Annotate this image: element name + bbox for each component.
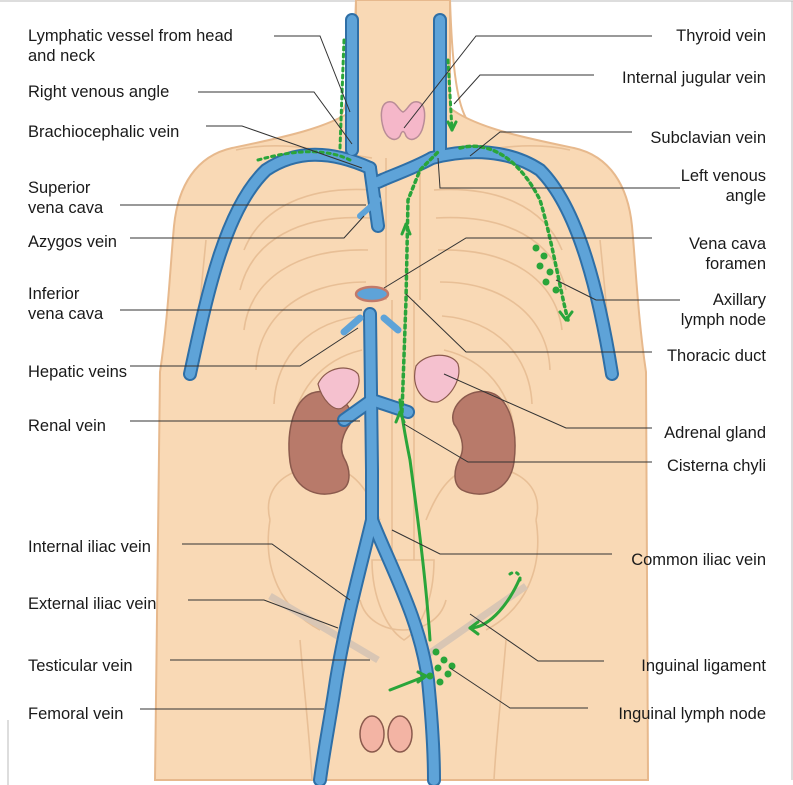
label-inguinal-ligament: Inguinal ligament (641, 657, 766, 675)
label-superior-vena-cava-line-2: vena cava (28, 199, 104, 217)
label-brachiocephalic-vein: Brachiocephalic vein (28, 123, 179, 141)
label-renal-vein: Renal vein (28, 417, 106, 435)
label-hepatic-veins: Hepatic veins (28, 363, 127, 381)
label-vena-cava-foramen-line-2: foramen (705, 255, 766, 273)
label-axillary-lymph-node-line-2: lymph node (681, 311, 766, 329)
label-inguinal-lymph-node: Inguinal lymph node (618, 705, 766, 723)
label-lymphatic-vessel-line-2: and neck (28, 47, 96, 65)
label-inferior-vena-cava-line-2: vena cava (28, 305, 104, 323)
label-superior-vena-cava-line-1: Superior (28, 179, 91, 197)
label-inferior-vena-cava-line-1: Inferior (28, 285, 80, 303)
label-internal-jugular-vein: Internal jugular vein (622, 69, 766, 87)
label-femoral-vein: Femoral vein (28, 705, 123, 723)
label-vena-cava-foramen-line-1: Vena cava (689, 235, 767, 253)
leader-lymphatic-vessel (274, 36, 350, 112)
label-right-venous-angle: Right venous angle (28, 83, 169, 101)
label-subclavian-vein: Subclavian vein (650, 129, 766, 147)
label-external-iliac-vein: External iliac vein (28, 595, 156, 613)
label-thyroid-vein: Thyroid vein (676, 27, 766, 45)
label-axillary-lymph-node-line-1: Axillary (713, 291, 767, 309)
kidney-left-of-body (453, 392, 515, 495)
label-cisterna-chyli: Cisterna chyli (667, 457, 766, 475)
label-adrenal-gland: Adrenal gland (664, 424, 766, 442)
label-testicular-vein: Testicular vein (28, 657, 133, 675)
vena-cava-foramen-ring (356, 287, 388, 301)
label-common-iliac-vein: Common iliac vein (631, 551, 766, 569)
label-azygos-vein: Azygos vein (28, 233, 117, 251)
label-left-venous-angle-line-2: angle (726, 187, 766, 205)
label-left-venous-angle-line-1: Left venous (681, 167, 766, 185)
label-internal-iliac-vein: Internal iliac vein (28, 538, 151, 556)
label-lymphatic-vessel-line-1: Lymphatic vessel from head (28, 27, 233, 45)
label-thoracic-duct: Thoracic duct (667, 347, 766, 365)
leader-internal-jugular-vein (454, 75, 594, 104)
